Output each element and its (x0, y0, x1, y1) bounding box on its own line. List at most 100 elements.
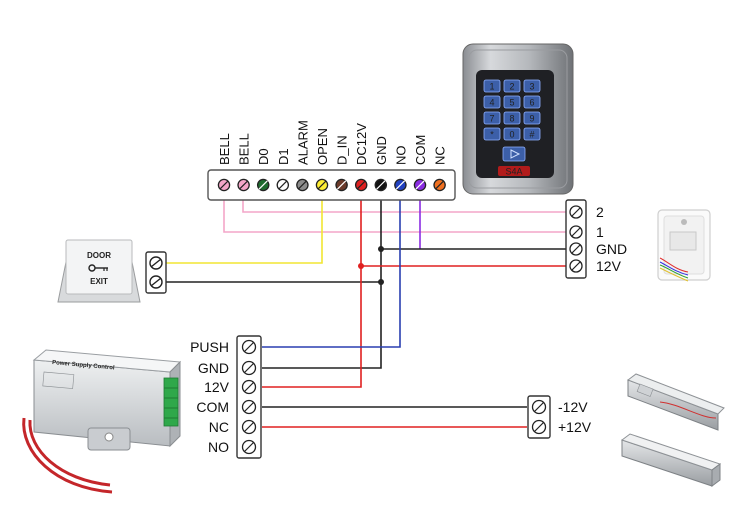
power-screw (241, 439, 257, 455)
svg-text:*: * (490, 130, 494, 140)
bell-screw (569, 242, 583, 256)
svg-text:2: 2 (509, 82, 514, 92)
controller-screw (433, 178, 446, 192)
bell-screw (569, 259, 583, 273)
controller-screw (217, 178, 231, 192)
controller-terminal-label: NC (433, 146, 448, 165)
keypad-key: 2 (503, 79, 521, 93)
bell-screws (569, 205, 583, 273)
lock-screws (531, 399, 547, 435)
controller-screw (256, 178, 270, 192)
controller-screw (276, 178, 290, 192)
keypad-bell-key (502, 146, 526, 162)
bell-screw (569, 205, 583, 219)
keypad-key: * (483, 127, 501, 141)
wire-12v (262, 185, 362, 388)
wire-no-push (262, 185, 401, 348)
controller-terminal-label: D1 (276, 148, 291, 165)
junction-gnd-bell (378, 246, 384, 252)
lock-screw (531, 419, 547, 435)
controller-screw (296, 178, 309, 192)
key-icon (88, 264, 108, 272)
keypad-key: 6 (523, 95, 541, 109)
power-screw (241, 399, 257, 415)
svg-text:6: 6 (529, 98, 534, 108)
keypad-key: 4 (483, 95, 501, 109)
keypad-key: 3 (523, 79, 541, 93)
controller-screw (237, 178, 250, 192)
keypad-key: 5 (503, 95, 521, 109)
svg-text:3: 3 (529, 82, 534, 92)
exit-terminal-block (145, 251, 167, 294)
svg-text:7: 7 (489, 114, 494, 124)
power-terminal-label: NC (209, 419, 229, 435)
bell-terminal-label: 1 (596, 224, 604, 240)
bell-screw (569, 225, 583, 239)
keypad-key: 1 (483, 79, 501, 93)
keypad-brand: S4A (505, 167, 522, 177)
wire-open (166, 185, 323, 264)
keypad-key: 9 (523, 111, 541, 125)
controller-screw (354, 178, 368, 192)
svg-text:#: # (529, 130, 534, 140)
bell-key-icon (510, 149, 521, 159)
power-terminal-label: COM (196, 399, 229, 415)
power-screw (241, 419, 257, 435)
controller-terminal-label: BELL (217, 133, 232, 165)
keypad-key: # (523, 127, 541, 141)
magnetic-lock-device (620, 433, 722, 487)
power-supply-device: Power Supply Control (22, 349, 182, 494)
power-screw (241, 379, 257, 395)
psu-title: Power Supply Control (52, 360, 115, 371)
junction-12v-bell (358, 263, 364, 269)
bell-terminal-label: 12V (596, 258, 622, 274)
exit-button-line2: EXIT (90, 277, 108, 286)
svg-text:0: 0 (509, 130, 514, 140)
controller-terminal-label: BELL (237, 133, 252, 165)
controller-terminal-label: GND (374, 136, 389, 165)
controller-screw (335, 178, 348, 192)
bell-terminal-label: 2 (596, 204, 604, 220)
keypad-key: 8 (503, 111, 521, 125)
svg-text:1: 1 (489, 82, 494, 92)
power-screw (241, 360, 257, 376)
exit-button-line1: DOOR (87, 251, 111, 260)
svg-text:5: 5 (509, 98, 514, 108)
electric-bolt-lock-device (626, 373, 725, 431)
bell-terminal-block (565, 199, 587, 279)
controller-screw (413, 178, 427, 192)
controller-screws (217, 178, 446, 192)
controller-terminal-label: D0 (256, 148, 271, 165)
controller-screw (315, 178, 329, 192)
controller-terminal-label: OPEN (315, 128, 330, 165)
power-terminal-label: GND (198, 360, 229, 376)
keypad-key: 0 (503, 127, 521, 141)
exit-button-device: DOOR EXIT (57, 239, 141, 303)
controller-terminal-strip (207, 169, 456, 201)
power-terminal-label: NO (208, 439, 229, 455)
lock-screw (531, 399, 547, 415)
controller-screw (374, 178, 388, 192)
doorbell-device (657, 209, 711, 282)
controller-terminal-label: ALARM (295, 120, 310, 165)
svg-text:9: 9 (529, 114, 534, 124)
lock-labels: -12V+12V (558, 399, 592, 435)
bell-terminal-label: GND (596, 241, 627, 257)
svg-text:8: 8 (509, 114, 514, 124)
power-screw (241, 339, 257, 355)
power-terminal-block (236, 335, 262, 459)
lock-terminal-label: +12V (558, 419, 592, 435)
controller-screw (394, 178, 407, 192)
controller-terminal-label: DC12V (354, 123, 369, 165)
keypad-key: 7 (483, 111, 501, 125)
controller-terminal-label: D_IN (335, 135, 350, 165)
controller-terminal-label: COM (413, 135, 428, 165)
power-terminal-label: 12V (204, 379, 230, 395)
junction-gnd-exit (378, 279, 384, 285)
